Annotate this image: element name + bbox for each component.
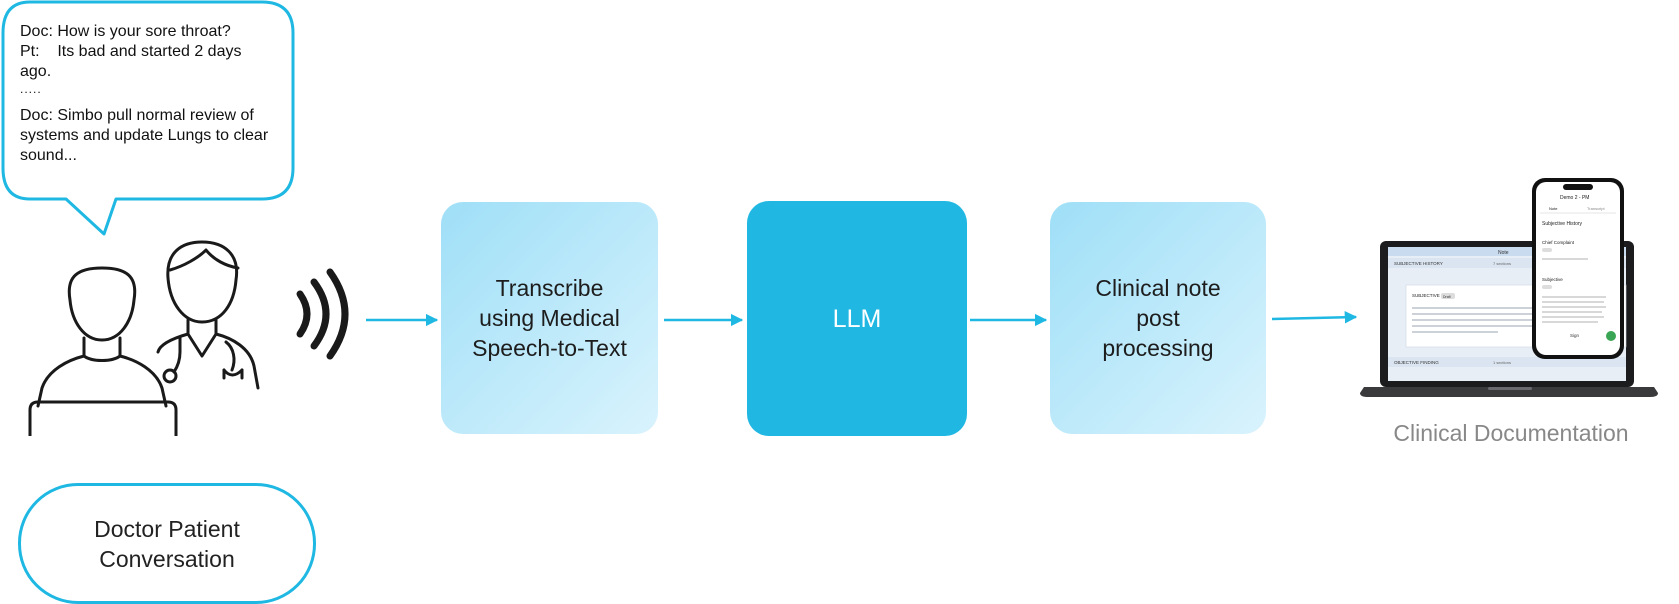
svg-text:Note: Note xyxy=(1549,206,1558,211)
doctor-patient-conversation-label: Doctor Patient Conversation xyxy=(18,483,316,604)
conversation-line: Doc: How is your sore throat? xyxy=(20,23,231,40)
svg-text:Subjective: Subjective xyxy=(1542,277,1563,282)
conversation-line: systems and update Lungs to clear xyxy=(20,127,269,144)
svg-text:Demo 2 - PM: Demo 2 - PM xyxy=(1560,195,1589,201)
svg-text:Chief Complaint: Chief Complaint xyxy=(1542,240,1575,245)
patient-icon xyxy=(28,266,178,436)
transcribe-step: Transcribe using Medical Speech-to-Text xyxy=(441,202,658,434)
svg-text:Subjective History: Subjective History xyxy=(1542,221,1583,227)
svg-text:7 sections: 7 sections xyxy=(1493,261,1511,266)
postprocess-step: Clinical note post processing xyxy=(1050,202,1266,434)
llm-label: LLM xyxy=(832,304,882,333)
pill-line: Doctor Patient xyxy=(94,515,240,542)
svg-text:Note: Note xyxy=(1498,250,1509,256)
documentation-devices-image: Note SUBJECTIVE HISTORY 7 sections SUBJE… xyxy=(1360,178,1658,397)
conversation-line: Pt: Its bad and started 2 days xyxy=(20,43,242,60)
sound-waves-icon xyxy=(296,268,349,360)
pill-line: Conversation xyxy=(99,545,235,572)
svg-text:Transcript: Transcript xyxy=(1587,206,1606,211)
llm-step: LLM xyxy=(747,201,967,436)
doctor-icon xyxy=(156,240,260,390)
step-line: using Medical xyxy=(479,305,620,331)
svg-text:Sign: Sign xyxy=(1570,333,1580,338)
svg-text:Draft: Draft xyxy=(1443,295,1451,299)
step-line: Clinical note xyxy=(1095,275,1221,301)
step-line: processing xyxy=(1102,335,1214,361)
step-line: Transcribe xyxy=(495,275,604,301)
conversation-line: Doc: Simbo pull normal review of xyxy=(20,107,254,124)
conversation-ellipsis: ..... xyxy=(20,82,42,96)
speech-bubble xyxy=(1,0,295,236)
svg-text:OBJECTIVE FINDING: OBJECTIVE FINDING xyxy=(1394,360,1439,365)
step-line: Speech-to-Text xyxy=(472,335,627,361)
step-line: post xyxy=(1136,305,1180,331)
conversation-transcript: Doc: How is your sore throat? Pt: Its ba… xyxy=(20,22,290,166)
arrow-to-documentation xyxy=(1271,311,1358,324)
clinical-documentation-label: Clinical Documentation xyxy=(1393,420,1629,446)
patient-doctor-icon xyxy=(28,240,260,436)
phone-icon: Demo 2 - PM Note Transcript Subjective H… xyxy=(1532,178,1624,359)
svg-text:SUBJECTIVE HISTORY: SUBJECTIVE HISTORY xyxy=(1394,261,1443,266)
conversation-line: ago. xyxy=(20,63,52,80)
conversation-line: sound... xyxy=(20,147,77,164)
svg-text:SUBJECTIVE: SUBJECTIVE xyxy=(1412,293,1440,298)
svg-text:1 sections: 1 sections xyxy=(1493,360,1511,365)
